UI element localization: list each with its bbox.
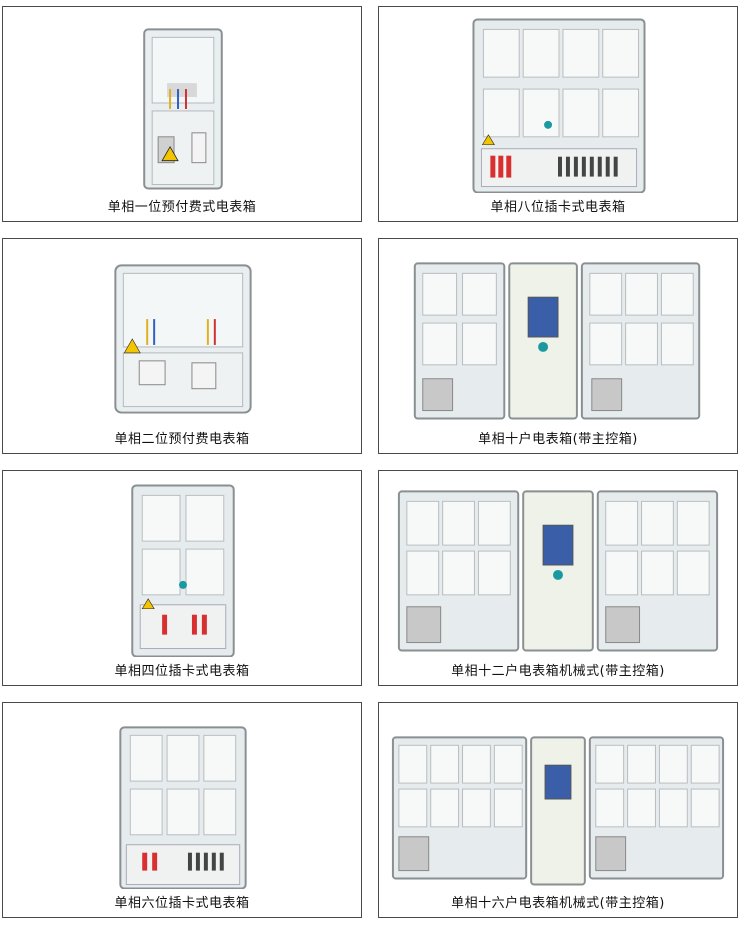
product-label: 单相一位预付费式电表箱 xyxy=(107,200,257,215)
product-label: 单相十二户电表箱机械式(带主控箱) xyxy=(451,664,665,679)
product-label: 单相八位插卡式电表箱 xyxy=(490,200,626,215)
product-card[interactable]: 单相二位预付费电表箱 xyxy=(2,238,362,454)
product-image xyxy=(379,243,737,425)
product-image xyxy=(3,475,361,657)
product-card[interactable]: 单相四位插卡式电表箱 xyxy=(2,470,362,686)
product-card[interactable]: 单相八位插卡式电表箱 xyxy=(378,6,738,222)
product-label: 单相十户电表箱(带主控箱) xyxy=(478,432,638,447)
product-label: 单相六位插卡式电表箱 xyxy=(114,896,250,911)
product-label: 单相二位预付费电表箱 xyxy=(114,432,250,447)
product-card[interactable]: 单相一位预付费式电表箱 xyxy=(2,6,362,222)
product-card[interactable]: 单相十六户电表箱机械式(带主控箱) xyxy=(378,702,738,918)
product-label: 单相四位插卡式电表箱 xyxy=(114,664,250,679)
product-card[interactable]: 单相十二户电表箱机械式(带主控箱) xyxy=(378,470,738,686)
product-card[interactable]: 单相十户电表箱(带主控箱) xyxy=(378,238,738,454)
product-image xyxy=(3,243,361,425)
product-label: 单相十六户电表箱机械式(带主控箱) xyxy=(451,896,665,911)
product-card[interactable]: 单相六位插卡式电表箱 xyxy=(2,702,362,918)
product-image xyxy=(3,707,361,889)
product-image xyxy=(379,11,737,193)
product-image xyxy=(379,475,737,657)
product-image xyxy=(3,11,361,193)
product-image xyxy=(379,707,737,889)
